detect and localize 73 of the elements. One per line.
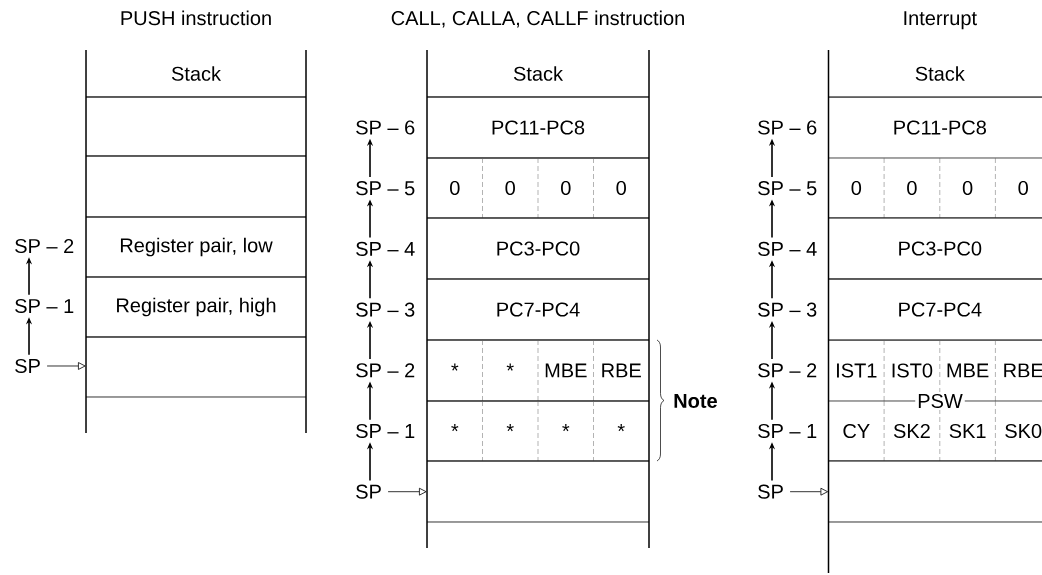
pointer-label: SP – 3 xyxy=(758,302,817,317)
register-label: PSW xyxy=(915,391,965,411)
pointer-label: SP – 4 xyxy=(356,241,415,256)
bit-label: SK0 xyxy=(1005,423,1042,439)
pointer-label: SP – 6 xyxy=(758,120,817,135)
column-heading: Interrupt xyxy=(904,11,977,30)
bit-label: IST0 xyxy=(892,363,933,378)
stack-row xyxy=(426,120,650,159)
bit-label: 0 xyxy=(561,180,571,196)
bit-label: RBE xyxy=(1004,363,1042,378)
bit-label: 0 xyxy=(1018,180,1028,196)
bit-label: * xyxy=(506,424,514,432)
bit-label: IST1 xyxy=(837,363,877,378)
bit-label: SK1 xyxy=(949,423,986,439)
pointer-label: SP – 2 xyxy=(356,363,415,378)
row-label: Stack xyxy=(915,66,965,81)
stack-row xyxy=(426,400,650,462)
row-label: PC3-PC0 xyxy=(899,241,982,256)
column-heading: PUSH instruction xyxy=(121,10,271,26)
bit-label: 0 xyxy=(907,180,917,196)
pointer-label: SP – 2 xyxy=(15,238,74,254)
bit-label: * xyxy=(506,363,514,371)
pointer-label: SP – 1 xyxy=(356,423,415,439)
bit-label: MBE xyxy=(545,363,587,378)
stack-row xyxy=(828,66,1042,98)
stack-row xyxy=(85,237,307,278)
pointer-arrow xyxy=(387,487,427,496)
row-label: PC7-PC4 xyxy=(497,302,580,317)
stack-row xyxy=(426,460,650,523)
pointer-label: SP xyxy=(15,358,40,374)
pointer-label: SP – 1 xyxy=(758,423,817,439)
row-label: Stack xyxy=(171,66,222,81)
stack-row xyxy=(828,460,1042,523)
bit-label: * xyxy=(451,363,459,371)
bit-label: * xyxy=(562,424,570,432)
row-label: PC3-PC0 xyxy=(497,241,580,256)
bit-label: 0 xyxy=(962,180,973,196)
bit-label: RBE xyxy=(602,363,641,378)
row-label: PC11-PC8 xyxy=(492,120,585,135)
bit-label: MBE xyxy=(947,363,989,378)
stack-row xyxy=(828,217,1042,280)
column-heading: CALL, CALLA, CALLF instruction xyxy=(391,10,684,28)
row-label: Register pair, high xyxy=(117,297,276,317)
pointer-label: SP – 6 xyxy=(356,120,415,135)
pointer-label: SP – 2 xyxy=(758,363,817,378)
row-label: PC7-PC4 xyxy=(899,302,982,317)
stack-row xyxy=(85,66,307,98)
row-label: Register pair, low xyxy=(120,237,273,257)
pointer-label: SP xyxy=(356,484,381,499)
pointer-label: SP – 1 xyxy=(15,298,74,314)
pointer-label: SP – 4 xyxy=(758,241,817,256)
bit-label: CY xyxy=(843,423,870,439)
row-label: PC11-PC8 xyxy=(894,120,986,135)
note-label: Note xyxy=(674,394,717,408)
pointer-arrow xyxy=(46,362,86,370)
stack-row xyxy=(426,302,650,341)
bit-label: 0 xyxy=(450,180,460,196)
bit-label: SK2 xyxy=(893,423,930,439)
pointer-arrow xyxy=(789,487,828,496)
pointer-label: SP – 3 xyxy=(356,302,415,317)
bit-label: * xyxy=(451,424,459,432)
bit-label: 0 xyxy=(616,180,626,196)
pointer-label: SP xyxy=(758,484,783,499)
stack-row xyxy=(426,217,650,280)
stack-row xyxy=(85,297,307,338)
row-label: Stack xyxy=(513,66,564,81)
pointer-label: SP – 5 xyxy=(758,181,817,196)
stack-row xyxy=(426,66,650,98)
bit-label: 0 xyxy=(505,180,515,196)
stack-row xyxy=(828,302,1042,341)
pointer-label: SP – 5 xyxy=(356,181,415,196)
bit-label: 0 xyxy=(851,180,862,196)
bit-label: * xyxy=(617,424,625,432)
